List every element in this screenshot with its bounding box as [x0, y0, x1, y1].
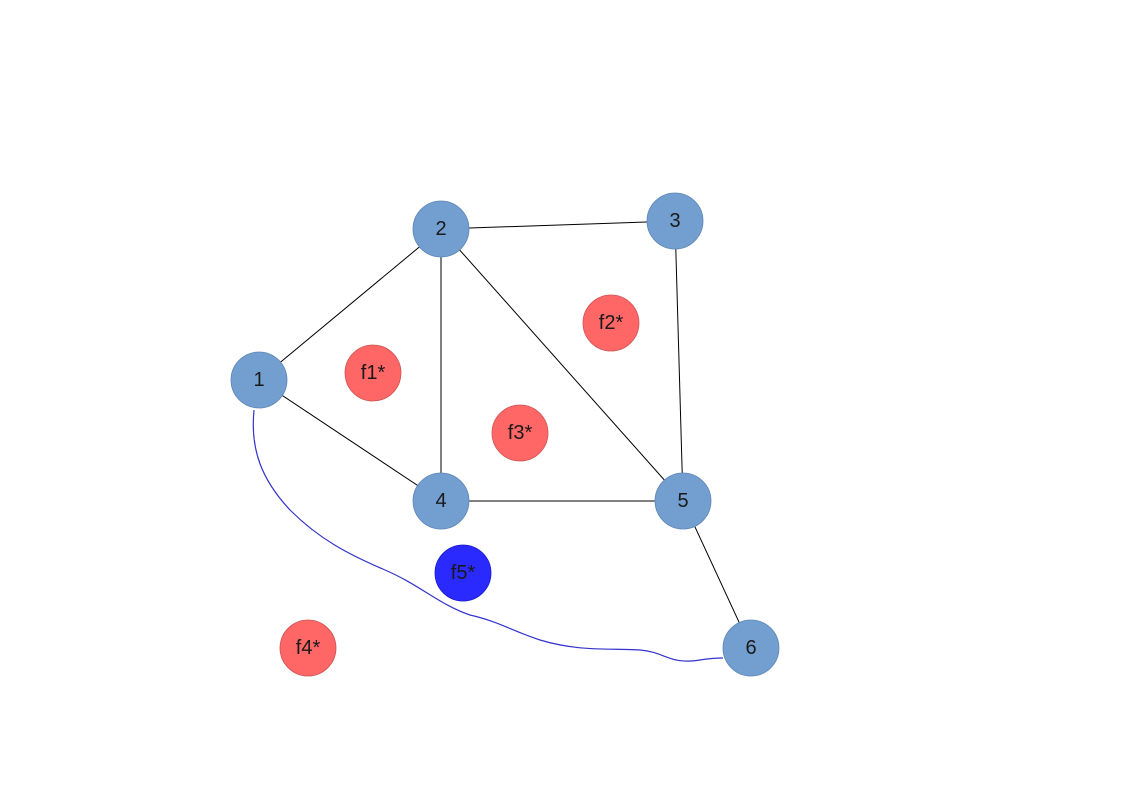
face-node-f2-label: f2* [599, 312, 624, 334]
edge-2-3 [440, 220, 676, 230]
vertex-node-1-label: 1 [253, 369, 264, 391]
face-node-f3-label: f3* [508, 422, 533, 444]
face-node-f1-label: f1* [361, 362, 386, 384]
vertex-node-5-circle [654, 472, 712, 530]
vertex-node-1: 1 [230, 351, 288, 409]
face-node-f2-circle [582, 294, 640, 352]
vertex-node-6-label: 6 [745, 637, 756, 659]
face-node-f5: f5* [434, 544, 492, 602]
vertex-node-1-circle [230, 351, 288, 409]
vertex-node-2-circle [412, 200, 470, 258]
vertex-node-5: 5 [654, 472, 712, 530]
face-node-f1: f1* [344, 344, 402, 402]
edge-1-2 [258, 228, 442, 381]
face-node-f3-circle [491, 404, 549, 462]
vertex-node-4-circle [412, 472, 470, 530]
face-node-f5-label: f5* [451, 562, 476, 584]
vertex-node-3: 3 [646, 192, 704, 250]
highlighted-edge-1-6 [252, 409, 724, 662]
vertex-node-4-label: 4 [435, 490, 446, 512]
vertex-node-2: 2 [412, 200, 470, 258]
face-node-f5-circle [434, 544, 492, 602]
face-node-f1-circle [344, 344, 402, 402]
vertex-node-6-circle [722, 619, 780, 677]
faces-layer: f1* f2* f3* f4* f5* [279, 294, 640, 677]
vertex-node-4: 4 [412, 472, 470, 530]
face-node-f3: f3* [491, 404, 549, 462]
edges-layer [258, 220, 752, 649]
edge-1-4 [258, 379, 442, 502]
vertex-node-5-label: 5 [677, 490, 688, 512]
edge-2-5 [440, 228, 684, 502]
face-node-f4-label: f4* [296, 637, 321, 659]
vertex-node-3-label: 3 [669, 210, 680, 232]
face-node-f4: f4* [279, 619, 337, 677]
vertex-node-3-circle [646, 192, 704, 250]
highlighted-edges-layer [252, 409, 724, 662]
face-node-f2: f2* [582, 294, 640, 352]
edge-3-5 [674, 220, 684, 502]
face-node-f4-circle [279, 619, 337, 677]
vertex-node-6: 6 [722, 619, 780, 677]
vertices-layer: 1 2 3 4 5 6 [230, 192, 780, 677]
vertex-node-2-label: 2 [435, 218, 446, 240]
